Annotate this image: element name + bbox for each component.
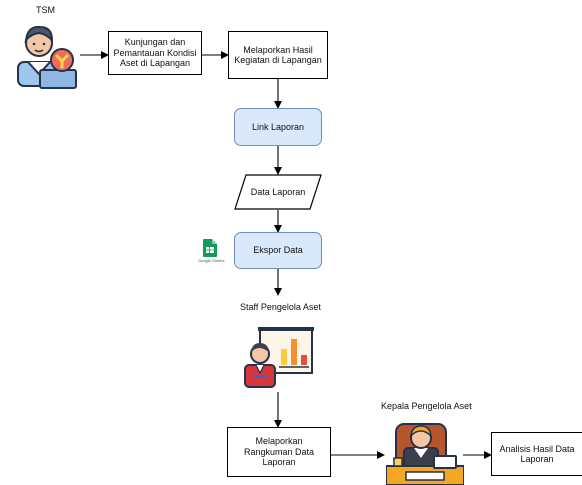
google-sheets-label: Google Sheets xyxy=(198,258,225,263)
node-kunjungan-text: Kunjungan dan Pemantauan Kondisi Aset di… xyxy=(113,37,197,69)
node-ekspor-data-text: Ekspor Data xyxy=(253,245,303,256)
node-melaporkan-rangkuman-text: Melaporkan Rangkuman Data Laporan xyxy=(243,436,315,468)
node-analisis-text: Analisis Hasil Data Laporan xyxy=(499,443,575,465)
node-link-laporan-text: Link Laporan xyxy=(251,121,305,132)
kepala-label: Kepala Pengelola Aset xyxy=(381,401,472,411)
node-data-laporan-text: Data Laporan xyxy=(250,187,306,197)
tsm-label: TSM xyxy=(36,5,55,15)
manager-at-desk-icon xyxy=(386,423,464,485)
technician-person-icon xyxy=(17,25,77,89)
node-kunjungan: Kunjungan dan Pemantauan Kondisi Aset di… xyxy=(108,31,202,75)
node-melaporkan-rangkuman: Melaporkan Rangkuman Data Laporan xyxy=(227,427,331,477)
google-sheets-icon xyxy=(203,239,217,257)
staff-label: Staff Pengelola Aset xyxy=(240,302,321,312)
node-link-laporan: Link Laporan xyxy=(234,108,322,146)
node-data-laporan: Data Laporan xyxy=(234,174,322,210)
node-melaporkan-hasil-text: Melaporkan Hasil Kegiatan di Lapangan xyxy=(234,44,322,66)
parallelogram-shape xyxy=(234,174,322,210)
node-ekspor-data: Ekspor Data xyxy=(234,232,322,269)
node-melaporkan-hasil: Melaporkan Hasil Kegiatan di Lapangan xyxy=(228,31,328,79)
node-analisis: Analisis Hasil Data Laporan xyxy=(491,432,582,476)
presenter-with-chart-icon xyxy=(244,327,314,388)
